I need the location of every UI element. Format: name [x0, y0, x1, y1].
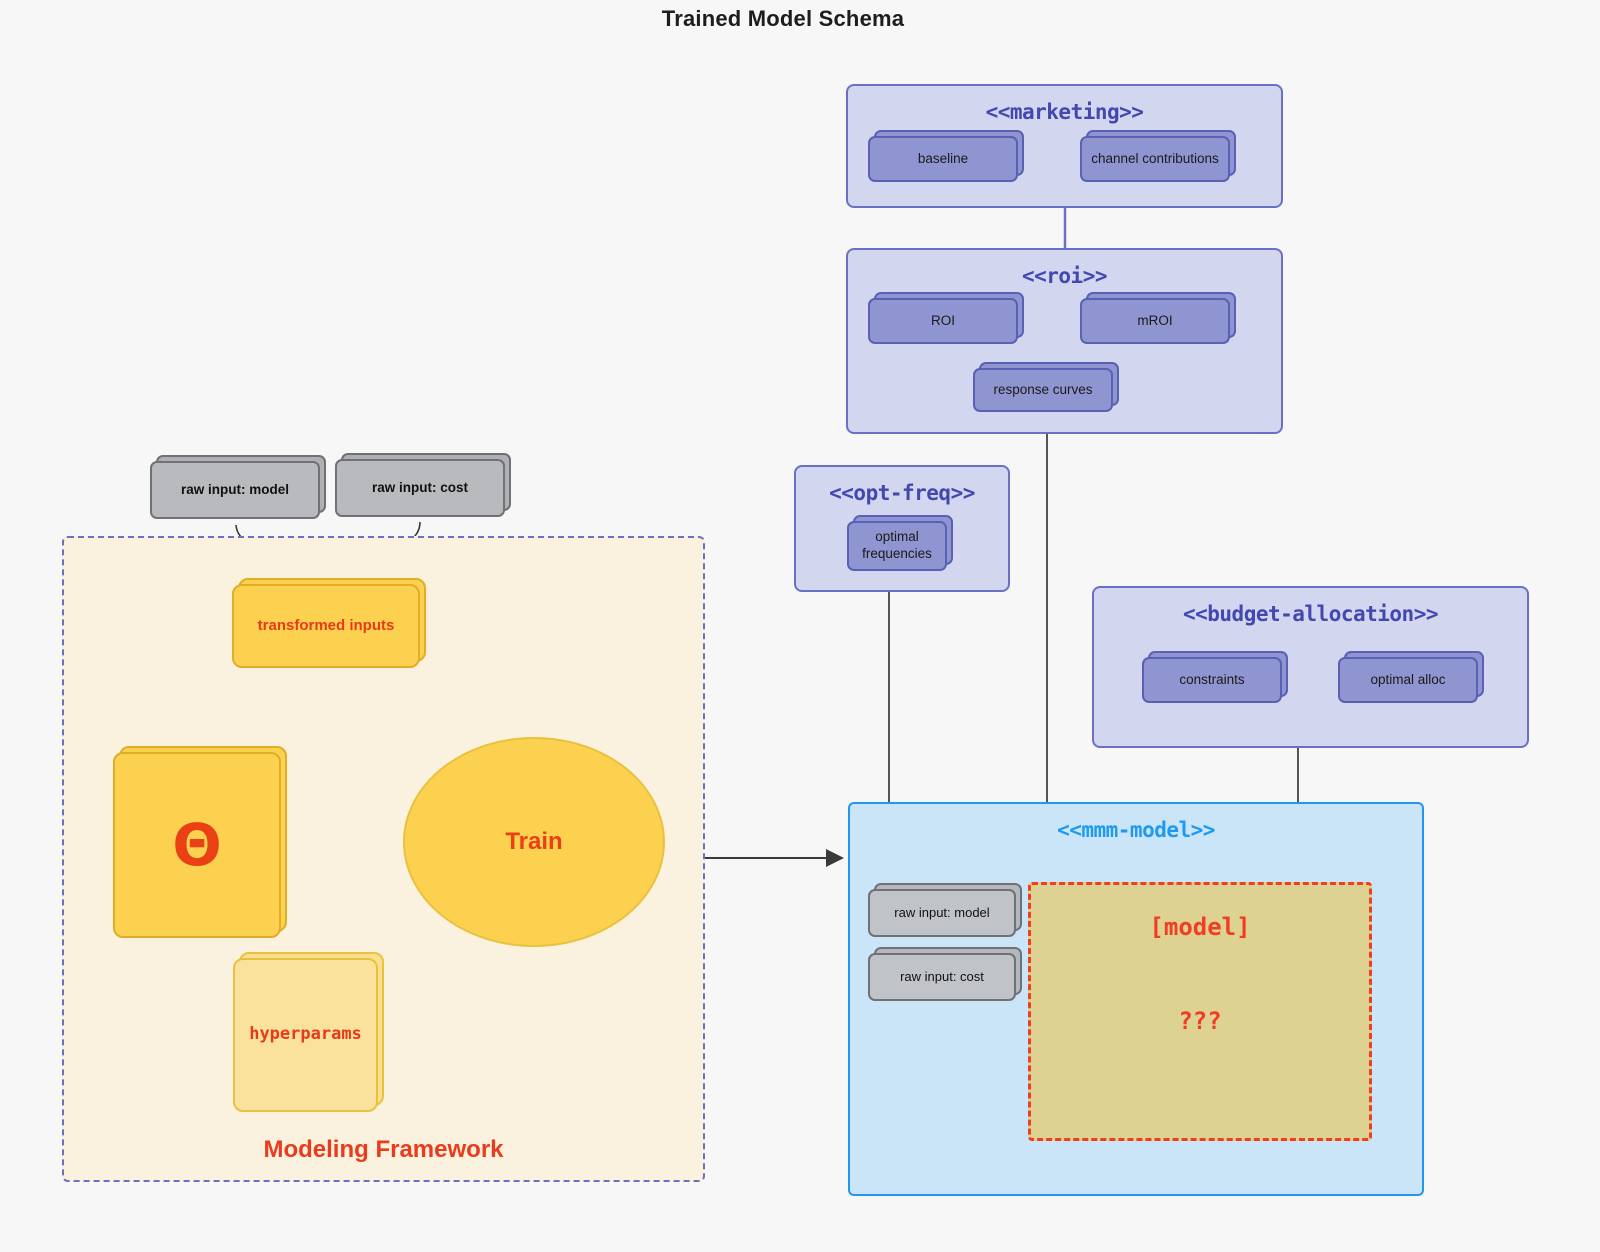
model-placeholder-name: [model] [1149, 913, 1251, 941]
node-baseline-label: baseline [868, 136, 1018, 182]
page-title: Trained Model Schema [661, 6, 905, 31]
node-roi-label: ROI [868, 298, 1018, 344]
node-hyperparams[interactable]: hyperparams [233, 952, 384, 1112]
train-activity-label: Train [505, 828, 563, 855]
node-theta[interactable]: Θ [113, 746, 287, 938]
node-baseline[interactable]: baseline [868, 130, 1024, 182]
node-response-curves-label: response curves [973, 368, 1113, 412]
node-channel-contributions[interactable]: channel contributions [1080, 130, 1236, 182]
node-optimal-frequencies[interactable]: optimal frequencies [847, 515, 953, 571]
model-placeholder-box[interactable]: [model] ??? [1028, 882, 1372, 1141]
node-raw-input-cost[interactable]: raw input: cost [335, 453, 511, 517]
node-constraints[interactable]: constraints [1142, 651, 1288, 703]
node-mmm-raw-input-model[interactable]: raw input: model [868, 883, 1022, 937]
node-constraints-label: constraints [1142, 657, 1282, 703]
node-response-curves[interactable]: response curves [973, 362, 1119, 412]
modeling-framework-label: Modeling Framework [263, 1136, 504, 1163]
package-mmm-model-title: <<mmm-model>> [1057, 818, 1215, 842]
node-raw-input-model-label: raw input: model [150, 461, 320, 519]
node-mroi-label: mROI [1080, 298, 1230, 344]
node-mmm-raw-input-cost-label: raw input: cost [868, 953, 1016, 1001]
package-marketing-title: <<marketing>> [985, 100, 1144, 124]
node-mroi[interactable]: mROI [1080, 292, 1236, 344]
package-opt-freq-title: <<opt-freq>> [829, 481, 975, 505]
node-transformed-inputs[interactable]: transformed inputs [232, 578, 426, 668]
node-optimal-frequencies-label: optimal frequencies [847, 521, 947, 571]
model-placeholder-unknown: ??? [1178, 1007, 1222, 1035]
node-roi[interactable]: ROI [868, 292, 1024, 344]
node-hyperparams-label: hyperparams [233, 958, 378, 1112]
node-mmm-raw-input-model-label: raw input: model [868, 889, 1016, 937]
package-roi-title: <<roi>> [1021, 264, 1108, 288]
node-raw-input-model[interactable]: raw input: model [150, 455, 326, 519]
node-transformed-inputs-label: transformed inputs [232, 584, 420, 668]
node-optimal-alloc[interactable]: optimal alloc [1338, 651, 1484, 703]
node-channel-contributions-label: channel contributions [1080, 136, 1230, 182]
train-activity[interactable]: Train [403, 737, 665, 947]
node-mmm-raw-input-cost[interactable]: raw input: cost [868, 947, 1022, 1001]
node-optimal-alloc-label: optimal alloc [1338, 657, 1478, 703]
node-raw-input-cost-label: raw input: cost [335, 459, 505, 517]
node-theta-label: Θ [113, 752, 281, 938]
package-budget-allocation-title: <<budget-allocation>> [1182, 602, 1439, 626]
